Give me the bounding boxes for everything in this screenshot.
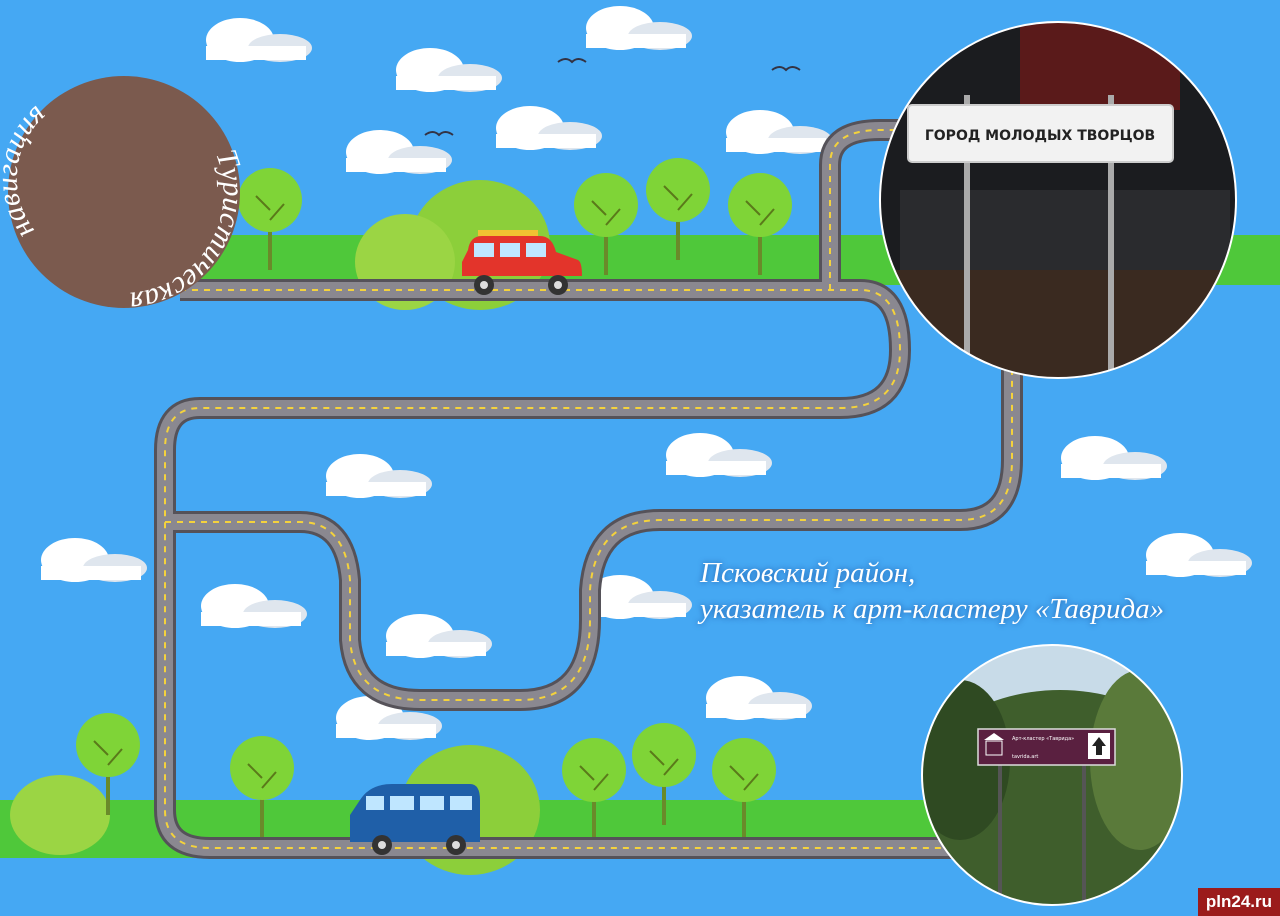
photo-city-sign: ГОРОД МОЛОДЫХ ТВОРЦОВ	[880, 22, 1236, 378]
arrow-up-icon	[1092, 737, 1106, 755]
red-car-icon	[462, 230, 582, 295]
birds-icon	[424, 58, 801, 137]
city-sign-text: ГОРОД МОЛОДЫХ ТВОРЦОВ	[925, 128, 1155, 144]
road-dashes	[164, 129, 1013, 849]
road	[154, 119, 1023, 859]
museum-icon	[984, 733, 1004, 756]
caption-line2: указатель к арт-кластеру «Таврида»	[700, 593, 1165, 625]
tavrida-sign-url: tavrida.art	[1012, 754, 1038, 760]
tavrida-sign-title: Арт-кластер «Таврида»	[1012, 736, 1074, 742]
watermark: pln24.ru	[1197, 888, 1280, 916]
caption-line1: Псковский район,	[700, 557, 916, 589]
photo-tavrida-sign: Арт-кластер «Таврида» tavrida.art	[922, 645, 1182, 905]
blue-van-icon	[350, 784, 480, 855]
title-badge: Туристическая навигация	[0, 76, 250, 319]
caption: Псковский район, указатель к арт-кластер…	[700, 555, 1164, 627]
